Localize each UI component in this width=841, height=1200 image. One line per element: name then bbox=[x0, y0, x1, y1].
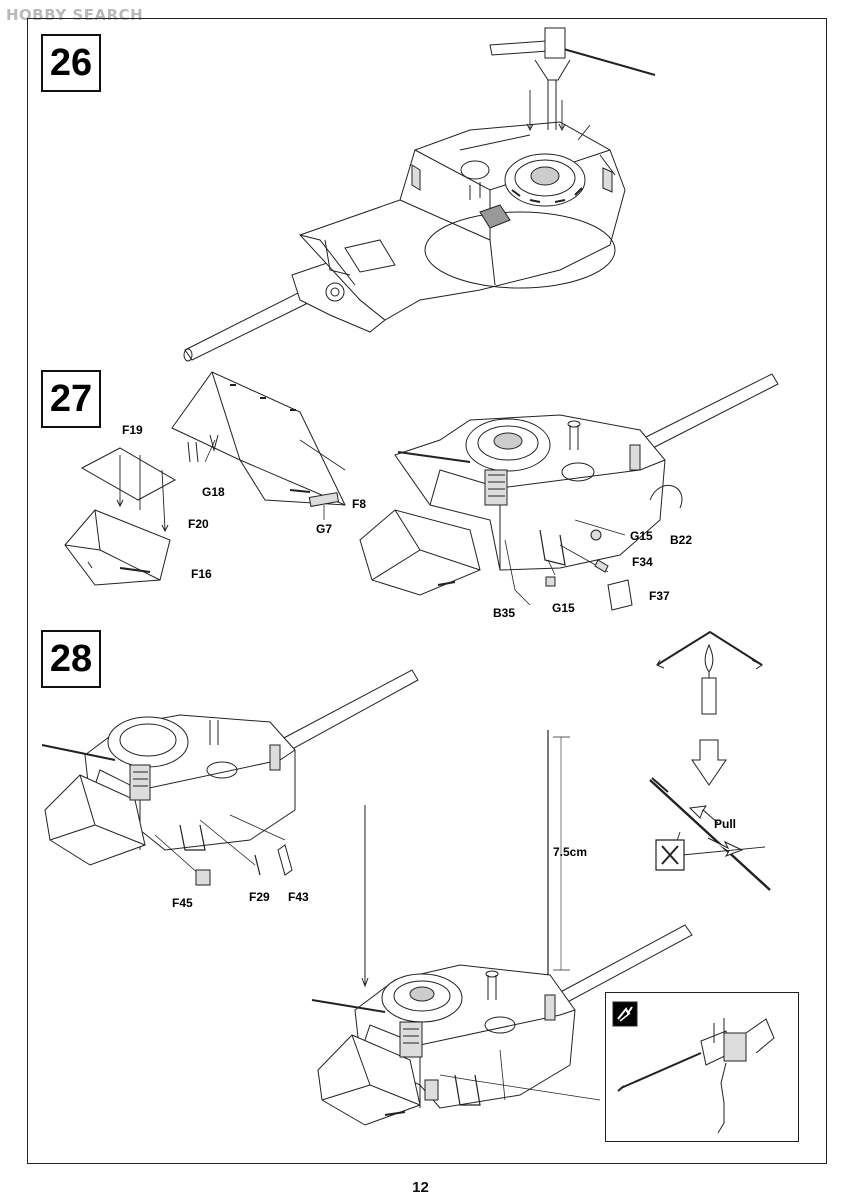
page-frame bbox=[27, 18, 827, 1164]
step28-turret-left-drawing bbox=[42, 670, 418, 885]
inset-machine-gun-drawing bbox=[612, 1001, 775, 1134]
step26-turret-drawing bbox=[184, 28, 655, 361]
pull-label: Pull bbox=[714, 817, 737, 831]
part-label-g15-b: G15 bbox=[552, 601, 575, 615]
part-label-f34: F34 bbox=[632, 555, 653, 569]
watermark: HOBBY SEARCH bbox=[6, 6, 144, 24]
nippers-icon bbox=[662, 846, 678, 864]
part-label-f43: F43 bbox=[288, 890, 309, 904]
step28-antenna-drawing bbox=[362, 730, 570, 988]
part-label-b22: B22 bbox=[670, 533, 693, 547]
step27-turret-drawing bbox=[360, 374, 778, 610]
step-number-26: 26 bbox=[41, 34, 101, 92]
inset-detail-box bbox=[605, 992, 799, 1142]
candle-flame-icon bbox=[705, 645, 713, 672]
step-number-27: 27 bbox=[41, 370, 101, 428]
part-label-b35: B35 bbox=[493, 606, 516, 620]
part-label-f20: F20 bbox=[188, 517, 209, 531]
part-label-g7: G7 bbox=[316, 522, 333, 536]
step-number-28: 28 bbox=[41, 630, 101, 688]
part-label-f19: F19 bbox=[122, 423, 143, 437]
part-label-f8: F8 bbox=[352, 497, 367, 511]
part-label-g15-a: G15 bbox=[630, 529, 653, 543]
part-label-f37: F37 bbox=[649, 589, 670, 603]
stretch-sprue-diagram bbox=[650, 632, 770, 890]
step27-basket-drawing bbox=[65, 372, 345, 585]
part-label-f45: F45 bbox=[172, 896, 193, 910]
antenna-length-label: 7.5cm bbox=[553, 845, 588, 859]
part-label-f16: F16 bbox=[191, 567, 212, 581]
part-label-g18: G18 bbox=[202, 485, 225, 499]
step28-turret-bottom-drawing bbox=[312, 925, 692, 1125]
replace-icon bbox=[612, 1001, 638, 1027]
part-label-f29: F29 bbox=[249, 890, 270, 904]
page-number: 12 bbox=[412, 1179, 429, 1196]
down-arrow-icon bbox=[692, 740, 726, 785]
